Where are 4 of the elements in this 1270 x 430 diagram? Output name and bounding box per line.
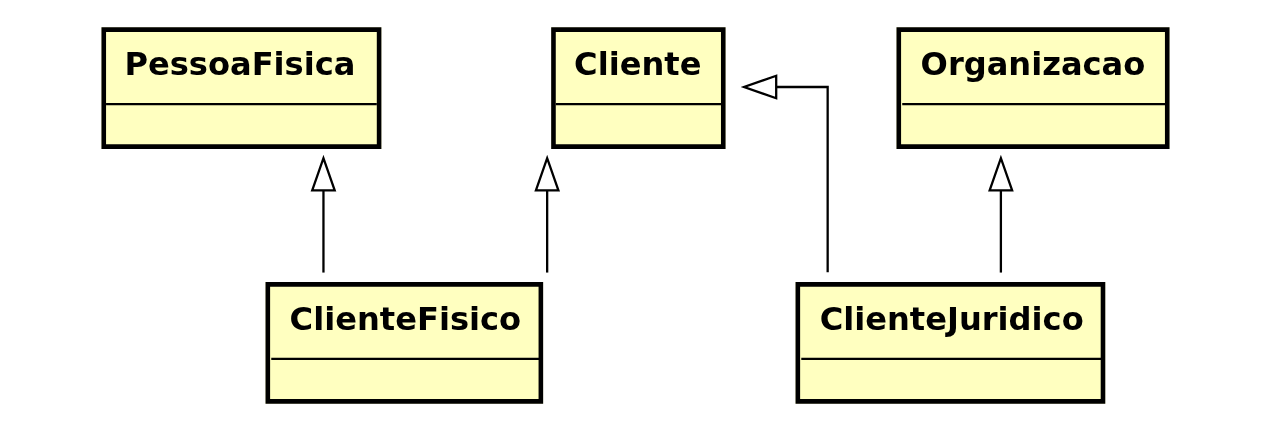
arrow xyxy=(310,154,336,273)
arrow xyxy=(987,154,1014,273)
arrow xyxy=(740,73,829,272)
arrow xyxy=(533,154,560,273)
